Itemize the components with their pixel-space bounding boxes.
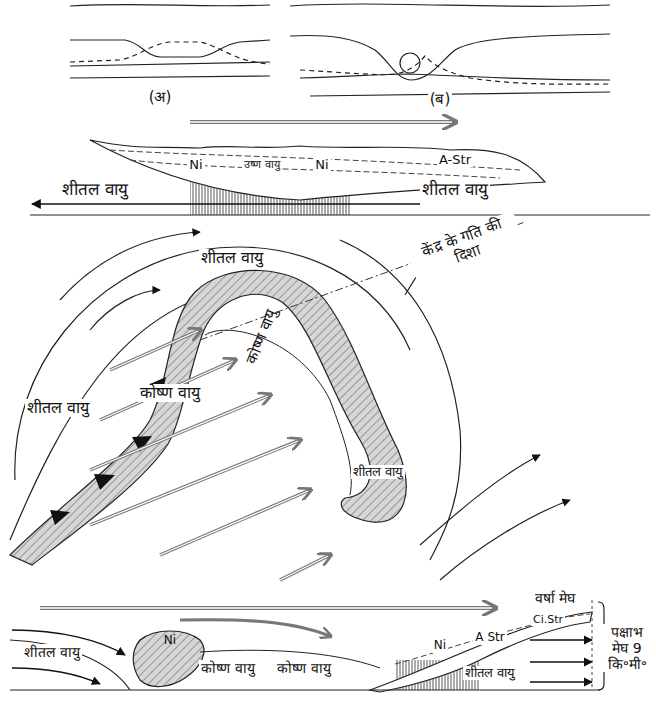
air-mass-label: शीतल वायु — [199, 249, 265, 267]
air-mass-label: A-Str — [437, 153, 473, 168]
panel-label: (अ) — [147, 89, 174, 106]
air-mass-label: शीतल वायु — [463, 666, 517, 681]
isobars — [10, 232, 570, 580]
air-mass-label: कोष्ण वायु — [275, 660, 332, 676]
panel-label: (ब) — [428, 91, 453, 108]
air-mass-label: Ni — [432, 639, 448, 653]
air-mass-label: Ni — [187, 158, 204, 173]
air-mass-label: शीतल वायु — [420, 180, 490, 200]
warm-front-section — [30, 122, 650, 215]
air-mass-label: शीतल वायु — [351, 465, 405, 480]
air-mass-label: Ni — [313, 158, 330, 173]
air-mass-label: वर्षा मेघ — [533, 590, 577, 606]
air-mass-label: केंद्र के गति की दिशा — [406, 210, 525, 281]
air-mass-label: शीतल वायु — [22, 644, 81, 660]
front-band — [10, 270, 406, 565]
air-mass-label: पक्षाभ मेघ 9 कि॰मी॰ — [601, 624, 653, 672]
occlusion-section — [10, 600, 612, 692]
air-mass-label: शीतल वायु — [25, 399, 91, 417]
air-mass-label: कोष्ण वायु — [138, 384, 202, 402]
wave-sketches — [70, 4, 610, 96]
air-mass-label: शीतल वायु — [60, 180, 130, 200]
air-mass-label: कोष्ण वायु — [199, 660, 256, 676]
warm-air-arrows — [90, 330, 330, 580]
air-mass-label: Ci.Str — [531, 614, 565, 627]
air-mass-label: Ni — [162, 634, 178, 648]
air-mass-label: कोष्ण वायु — [242, 305, 281, 369]
air-mass-label: A Str — [473, 631, 506, 645]
air-mass-label: उष्ण वायु — [242, 159, 282, 172]
